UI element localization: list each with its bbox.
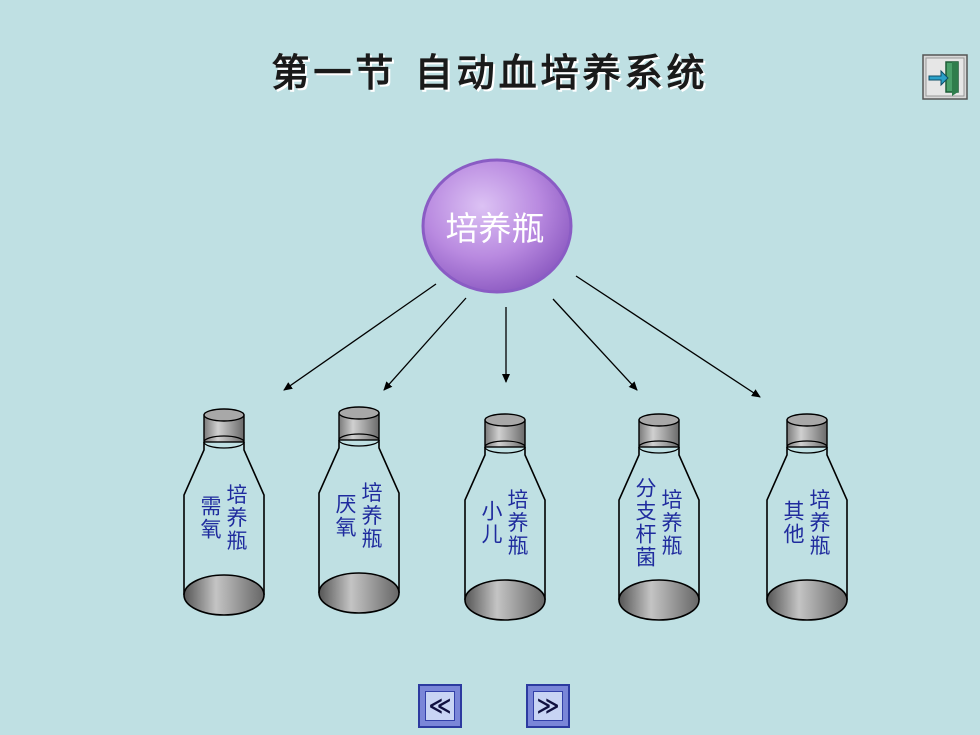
exit-door-icon[interactable]: [922, 54, 968, 100]
slide-title: 第一节 自动血培养系统: [271, 50, 709, 95]
previous-button[interactable]: ≪: [418, 684, 462, 728]
bottle-2-label-1: 培养瓶: [362, 481, 383, 551]
arrow-5: [575, 275, 761, 398]
bottle-1-label-1: 培养瓶: [227, 483, 248, 553]
bottle-5-label-1: 培养瓶: [810, 488, 831, 558]
bottle-5-label-2: 其他: [784, 500, 805, 547]
next-label: ≫: [533, 691, 563, 721]
next-button[interactable]: ≫: [526, 684, 570, 728]
arrows: [283, 275, 761, 398]
bottle-3-label-2: 小儿: [482, 500, 503, 547]
bottle-4-label-2: 分支杆菌: [636, 477, 657, 570]
bottle-4-label-1: 培养瓶: [662, 488, 683, 558]
previous-label: ≪: [425, 691, 455, 721]
bottle-3-label-1: 培养瓶: [508, 488, 529, 558]
arrow-2: [383, 297, 467, 391]
arrow-4: [552, 298, 638, 391]
bottle-1-label-2: 需氧: [201, 495, 222, 542]
arrow-1: [283, 283, 437, 391]
center-node-label: 培养瓶: [446, 209, 545, 248]
bottle-2-label-2: 厌氧: [336, 493, 357, 540]
center-node: 培养瓶: [421, 158, 573, 294]
